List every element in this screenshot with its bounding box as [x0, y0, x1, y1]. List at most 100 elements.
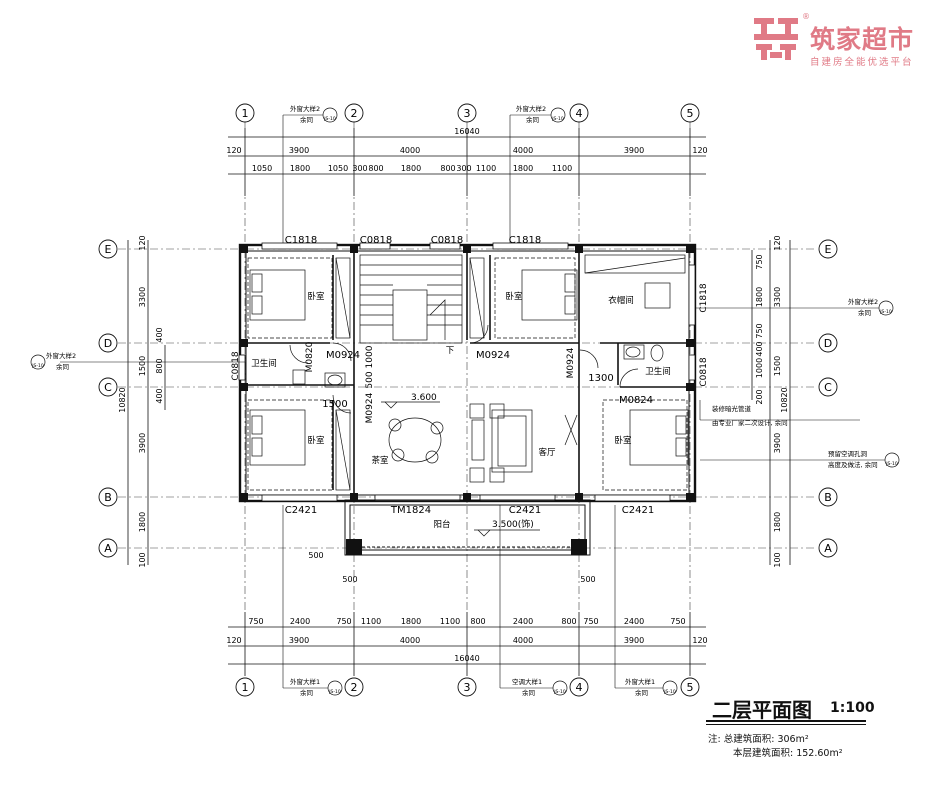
windows	[238, 242, 696, 502]
dim-top-bay-4: 3900	[624, 146, 644, 155]
dim-bottom-open-10: 2400	[624, 617, 644, 626]
furniture-living	[388, 403, 578, 483]
fixtures	[292, 254, 686, 491]
callout-bottom-right-ref: 余同	[635, 688, 648, 697]
dim-top-open-10: 1100	[552, 164, 572, 173]
dim-left-open-0: 400	[155, 327, 164, 342]
drawing-title: 二层平面图	[712, 698, 812, 722]
door-m0820: M0820	[305, 341, 315, 372]
dim-bottom-open-11: 750	[670, 617, 685, 626]
dim-right-open-2: 750	[755, 323, 764, 338]
dim-top-open-0: 1050	[252, 164, 272, 173]
dim-bottom-bay-0: 120	[226, 636, 241, 645]
dim-top-open-8: 1100	[476, 164, 496, 173]
brand-name: 筑家超市	[810, 25, 915, 54]
room-closet: 衣帽间	[608, 295, 634, 306]
callout-top-left: 外窗大样2	[290, 104, 320, 113]
detail-ref-5: JS-10	[885, 461, 898, 467]
callout-bottom-left: 外窗大样1	[290, 677, 320, 686]
detail-ref-7: JS-10	[553, 689, 566, 695]
callout-right-closet: 外窗大样2	[848, 297, 878, 306]
title-underline	[706, 720, 866, 722]
staircase	[359, 254, 463, 344]
door-m0924-right: M0924	[476, 350, 510, 361]
callout-pipe-2: 由专业厂家二次设计, 余同	[712, 418, 788, 427]
dim-bottom-open-2: 750	[336, 617, 351, 626]
brand-tagline: 自建房全能优选平台	[810, 57, 914, 68]
door-m0924-left: M0924	[326, 350, 360, 361]
dim-bottom-bay-2: 4000	[400, 636, 420, 645]
dim-1000: 1000	[365, 345, 375, 368]
axis-bottom-2: 2	[351, 681, 358, 694]
dim-top-total: 16040	[454, 127, 479, 136]
dim-1300: 1300	[588, 373, 613, 384]
axis-bottom-5: 5	[687, 681, 694, 694]
axis-right-a: A	[824, 542, 832, 555]
room-bedroom-1: 卧室	[307, 291, 325, 302]
window-c0818-left: C0818	[360, 235, 392, 246]
axis-top-5: 5	[687, 107, 694, 120]
dim-bottom-bay-1: 3900	[289, 636, 309, 645]
drawing-scale: 1:100	[830, 700, 875, 716]
detail-ref-4: JS-10	[31, 363, 44, 369]
dim-right-open-3: 400	[755, 341, 764, 356]
dim-bottom-open-8: 800	[561, 617, 576, 626]
note-total-area: 注: 总建筑面积: 306m²	[708, 734, 809, 745]
window-c0818-side-right: C0818	[699, 357, 709, 386]
balcony	[344, 499, 591, 556]
dim-bottom-bay-5: 120	[692, 636, 707, 645]
axis-left-c: C	[104, 381, 112, 394]
title-underline-thin	[706, 724, 866, 725]
detail-ref-3: JS-10	[879, 309, 892, 315]
axis-top-1: 1	[242, 107, 249, 120]
detail-ref-1: JS-10	[323, 116, 336, 122]
window-c1818-side-right: C1818	[699, 283, 709, 312]
axis-bottom-4: 4	[576, 681, 583, 694]
window-c2421-2: C2421	[509, 505, 541, 516]
elevation-markers	[381, 401, 540, 537]
dim-top-bay-0: 120	[226, 146, 241, 155]
room-bedroom-3: 卧室	[505, 291, 523, 302]
dim-bottom-open-3: 1100	[361, 617, 381, 626]
dim-top-open-2: 1050	[328, 164, 348, 173]
detail-ref-6: JS-10	[328, 689, 341, 695]
axis-right-d: D	[824, 337, 832, 350]
room-tea: 茶室	[371, 455, 389, 466]
dim-right-bay-4: 1800	[773, 512, 782, 532]
dim-bottom-open-6: 800	[470, 617, 485, 626]
dim-top-open-6: 800	[440, 164, 455, 173]
dim-right-total: 10820	[780, 387, 789, 412]
callout-bottom-mid-ref: 余同	[522, 688, 535, 697]
callout-ac-2: 高度及做法, 余同	[828, 460, 878, 469]
dim-top-bay-5: 120	[692, 146, 707, 155]
dim-right-open-4: 1000	[755, 358, 764, 378]
dim-top-open-3: 300	[352, 164, 367, 173]
dim-left-bay-2: 1500	[138, 356, 147, 376]
callout-left-ref: 余同	[56, 362, 69, 371]
dim-right-open-1: 1800	[755, 287, 764, 307]
leader-lines	[60, 114, 890, 689]
detail-ref-8: JS-10	[663, 689, 676, 695]
dim-left-bay-4: 1800	[138, 512, 147, 532]
axis-left-d: D	[104, 337, 112, 350]
grid-lines	[118, 122, 816, 676]
dim-left-open-1: 800	[155, 358, 164, 373]
dim-left-bay-3: 3900	[138, 433, 147, 453]
dim-bottom-open-4: 1800	[401, 617, 421, 626]
door-tm1824: TM1824	[390, 505, 431, 516]
door-swings	[289, 324, 639, 414]
dim-right-bay-0: 120	[773, 235, 782, 250]
dim-bottom-open-5: 1100	[440, 617, 460, 626]
dim-bottom-bay-3: 4000	[513, 636, 533, 645]
room-balcony: 阳台	[433, 519, 450, 530]
callout-right-closet-ref: 余同	[858, 308, 871, 317]
dim-bottom-open-0: 750	[248, 617, 263, 626]
axis-left-b: B	[104, 491, 112, 504]
room-bedroom-2: 卧室	[307, 435, 325, 446]
callout-top-right: 外窗大样2	[516, 104, 546, 113]
elevation-floor: 3.600	[411, 393, 437, 403]
brand-logo: ® 筑家超市 自建房全能优选平台	[752, 12, 932, 70]
columns	[240, 245, 694, 555]
brand-mark-icon	[754, 18, 798, 60]
